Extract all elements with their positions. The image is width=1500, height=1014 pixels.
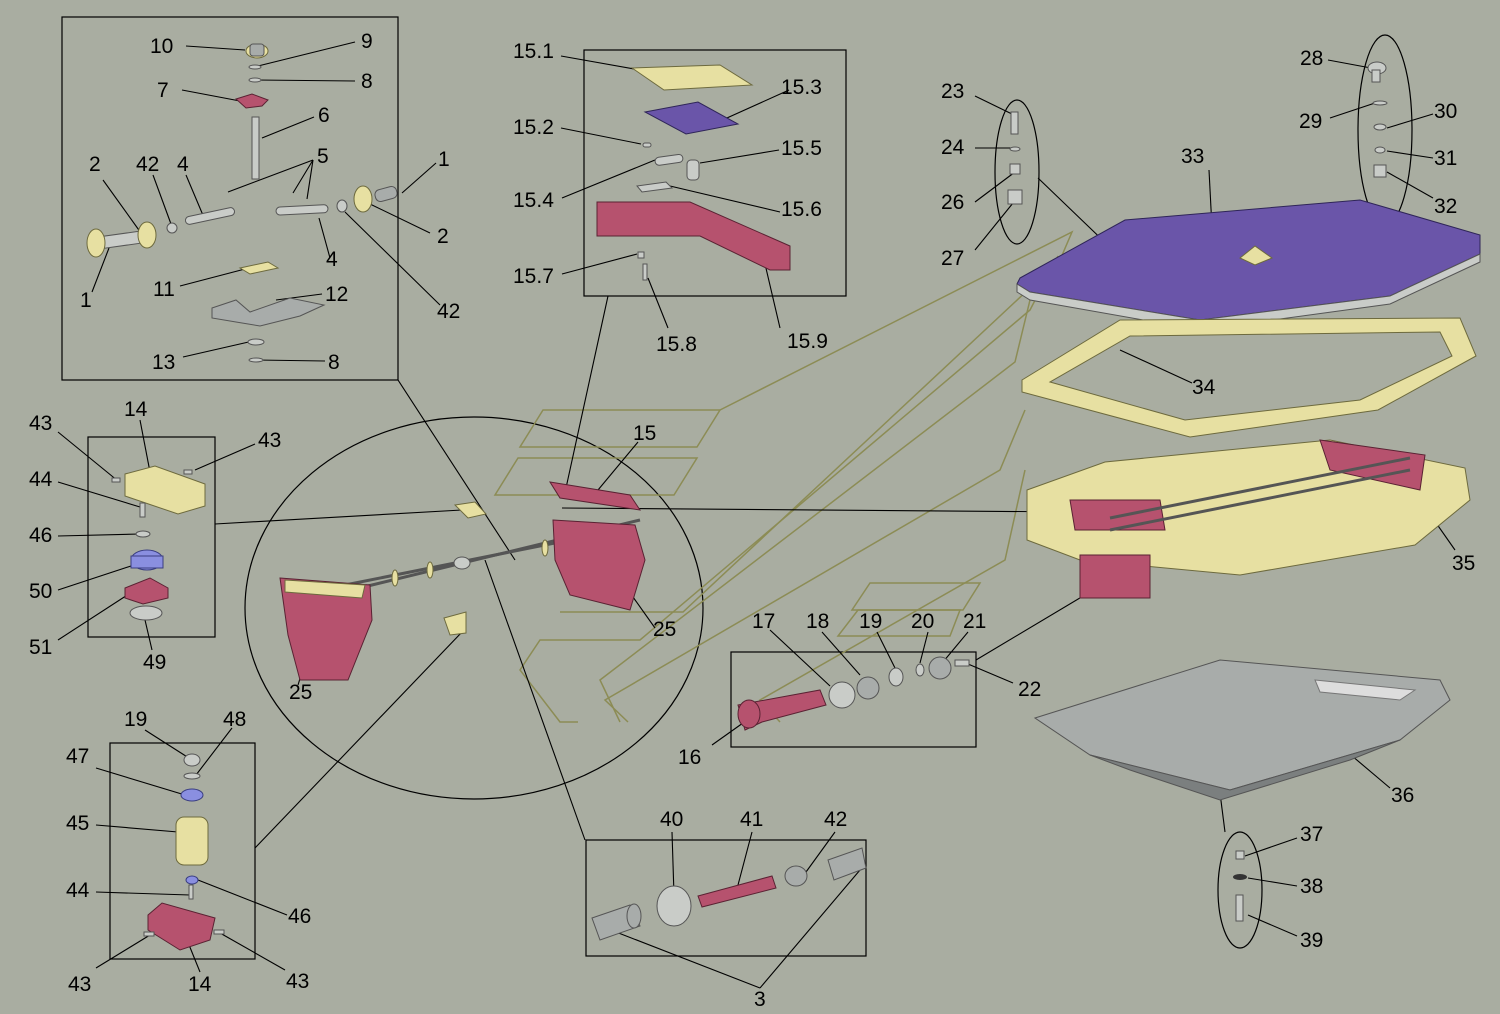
callout-27: 27 [941,247,964,270]
detail-box-block-14-top [87,436,216,638]
callout-32: 32 [1434,195,1457,218]
callout-3: 3 [754,988,766,1011]
detail-box-shaft-3 [585,839,867,957]
callout-39: 39 [1300,929,1323,952]
callout-44: 44 [66,879,90,902]
callout-17: 17 [752,610,775,633]
parts-bushing-45 [143,753,225,951]
callout-23: 23 [941,80,964,103]
frame-guides [493,230,1074,723]
parts-block-14 [111,465,206,621]
callout-15-2: 15.2 [513,116,554,139]
callout-43: 43 [258,429,281,452]
detail-ellipse-fasteners-28-32 [1357,34,1413,226]
callout-20: 20 [911,610,934,633]
callout-8: 8 [328,351,340,374]
callout-11: 11 [153,278,175,301]
detail-box-link-mechanism [61,16,399,381]
callout-44: 44 [29,468,53,491]
callout-37: 37 [1300,823,1323,846]
callout-24: 24 [941,136,965,159]
callout-50: 50 [29,580,52,603]
callout-9: 9 [361,30,373,53]
callout-43: 43 [286,970,309,993]
parts-bracket-15 [596,64,791,281]
callout-12: 12 [325,283,348,306]
callout-1: 1 [438,148,450,171]
detail-box-bracket-15 [583,49,847,297]
callout-8: 8 [361,70,373,93]
callout-40: 40 [660,808,683,831]
callout-2: 2 [437,225,449,248]
callout-7: 7 [157,79,169,102]
callout-15: 15 [633,422,656,445]
detail-box-handle-16 [730,651,977,748]
callout-14: 14 [124,398,148,421]
callout-42: 42 [824,808,847,831]
callout-48: 48 [223,708,246,731]
callout-38: 38 [1300,875,1323,898]
callout-42: 42 [136,153,159,176]
callout-15-9: 15.9 [787,330,828,353]
callout-43: 43 [68,973,91,996]
callout-28: 28 [1300,47,1323,70]
callout-18: 18 [806,610,829,633]
callout-51: 51 [29,636,52,659]
callout-14: 14 [188,973,212,996]
callout-46: 46 [29,524,52,547]
callout-26: 26 [941,191,964,214]
parts-link-mechanism [86,43,398,363]
callout-43: 43 [29,412,52,435]
callout-1: 1 [80,289,92,312]
callout-15-4: 15.4 [513,189,554,212]
callout-15-5: 15.5 [781,137,822,160]
callout-47: 47 [66,745,89,768]
callout-6: 6 [318,104,330,127]
callout-41: 41 [740,808,763,831]
callout-2: 2 [89,153,101,176]
callout-35: 35 [1452,552,1475,575]
callout-25: 25 [289,681,312,704]
callout-29: 29 [1299,110,1322,133]
callout-19: 19 [859,610,882,633]
leader-lines [57,41,1456,989]
detail-ellipse-fasteners-37-39 [1217,831,1263,949]
callout-33: 33 [1181,145,1204,168]
detail-ellipse-fasteners-23-27 [994,99,1040,245]
callout-21: 21 [963,610,986,633]
callout-34: 34 [1192,376,1216,399]
callout-15-7: 15.7 [513,265,554,288]
callout-46: 46 [288,905,311,928]
callout-25: 25 [653,618,676,641]
callout-labels: 10 9 8 7 6 5 2 42 4 1 2 4 1 11 12 42 13 … [29,30,1475,1011]
callout-19: 19 [124,708,147,731]
parts-fasteners-right [1007,61,1388,922]
callout-10: 10 [150,35,173,58]
callout-36: 36 [1391,784,1414,807]
callout-4: 4 [326,248,338,271]
callout-4: 4 [177,153,189,176]
detail-circle-main-mechanism [244,416,704,800]
callout-15-1: 15.1 [513,40,554,63]
parts-housing [1016,199,1481,801]
parts-main-mechanism [279,481,646,681]
callout-13: 13 [152,351,175,374]
parts-handle-16 [737,656,970,731]
parts-shaft-3 [591,847,867,941]
callout-42: 42 [437,300,460,323]
callout-16: 16 [678,746,701,769]
callout-15-3: 15.3 [781,76,822,99]
callout-30: 30 [1434,100,1457,123]
callout-15-8: 15.8 [656,333,697,356]
callout-31: 31 [1434,147,1457,170]
callout-22: 22 [1018,678,1041,701]
callout-15-6: 15.6 [781,198,822,221]
callout-45: 45 [66,812,89,835]
detail-box-bushing-45 [109,742,256,960]
callout-49: 49 [143,651,166,674]
callout-5: 5 [317,145,329,168]
